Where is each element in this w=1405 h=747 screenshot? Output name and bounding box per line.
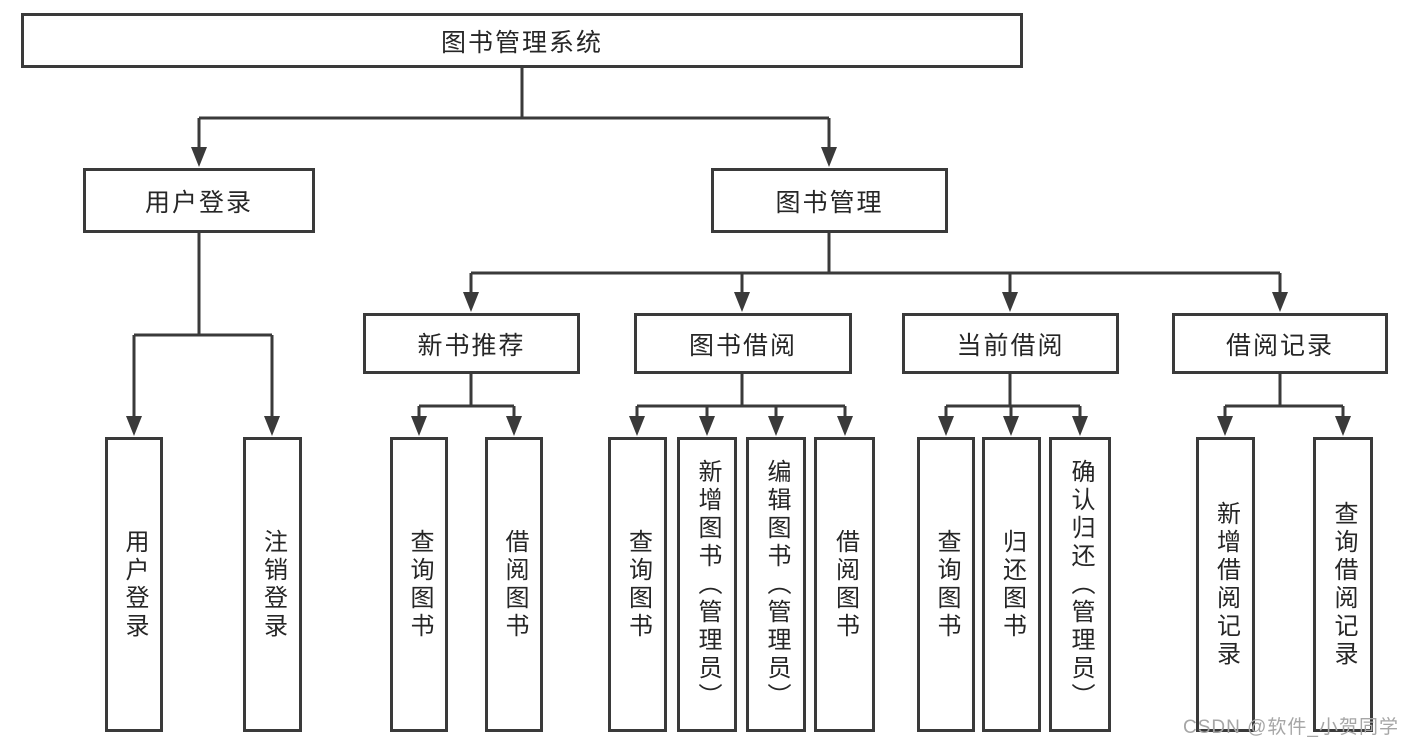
leaf-query-books-recommend: 查询图书 bbox=[390, 437, 448, 732]
node-label: 归还图书 bbox=[998, 528, 1026, 641]
node-label: 新增借阅记录 bbox=[1212, 500, 1240, 669]
node-label: 图书借阅 bbox=[688, 331, 797, 360]
node-label: 编辑图书（管理员） bbox=[763, 458, 790, 711]
node-label: 查询图书 bbox=[933, 528, 960, 641]
leaf-add-borrow-record: 新增借阅记录 bbox=[1196, 437, 1255, 732]
node-label: 借阅图书 bbox=[501, 528, 528, 641]
node-new-book-recommend: 新书推荐 bbox=[363, 313, 580, 374]
node-user-login: 用户登录 bbox=[83, 168, 315, 233]
leaf-borrow-books-recommend: 借阅图书 bbox=[485, 437, 543, 732]
node-label: 查询图书 bbox=[624, 528, 652, 641]
node-label: 图书管理 bbox=[775, 188, 884, 217]
node-label: 图书管理系统 bbox=[440, 28, 603, 57]
node-borrow-records: 借阅记录 bbox=[1172, 313, 1388, 374]
leaf-user-login: 用户登录 bbox=[105, 437, 163, 732]
leaf-add-book-admin: 新增图书（管理员） bbox=[677, 437, 737, 732]
watermark: CSDN @软件_小贺同学 bbox=[1183, 717, 1399, 738]
node-label: 用户登录 bbox=[121, 528, 148, 641]
leaf-query-books-borrow: 查询图书 bbox=[608, 437, 667, 732]
node-label: 注销登录 bbox=[259, 528, 287, 641]
node-label: 用户登录 bbox=[144, 188, 253, 217]
arrowhead-icons bbox=[126, 147, 1351, 436]
leaf-return-books: 归还图书 bbox=[982, 437, 1041, 732]
node-book-borrow: 图书借阅 bbox=[634, 313, 852, 374]
node-label: 当前借阅 bbox=[956, 331, 1065, 360]
node-label: 查询图书 bbox=[406, 528, 433, 641]
node-label: 新增图书（管理员） bbox=[694, 458, 721, 711]
leaf-query-borrow-record: 查询借阅记录 bbox=[1313, 437, 1373, 732]
node-current-borrow: 当前借阅 bbox=[902, 313, 1119, 374]
node-label: 借阅记录 bbox=[1225, 331, 1334, 360]
leaf-confirm-return-admin: 确认归还（管理员） bbox=[1049, 437, 1111, 732]
node-label: 查询借阅记录 bbox=[1330, 500, 1357, 669]
leaf-logout: 注销登录 bbox=[243, 437, 302, 732]
leaf-borrow-books-borrow: 借阅图书 bbox=[814, 437, 875, 732]
node-label: 确认归还（管理员） bbox=[1067, 458, 1094, 711]
leaf-query-books-current: 查询图书 bbox=[917, 437, 975, 732]
leaf-edit-book-admin: 编辑图书（管理员） bbox=[746, 437, 806, 732]
node-label: 借阅图书 bbox=[831, 528, 859, 641]
node-book-management: 图书管理 bbox=[711, 168, 948, 233]
node-library-system: 图书管理系统 bbox=[21, 13, 1023, 68]
node-label: 新书推荐 bbox=[417, 331, 526, 360]
